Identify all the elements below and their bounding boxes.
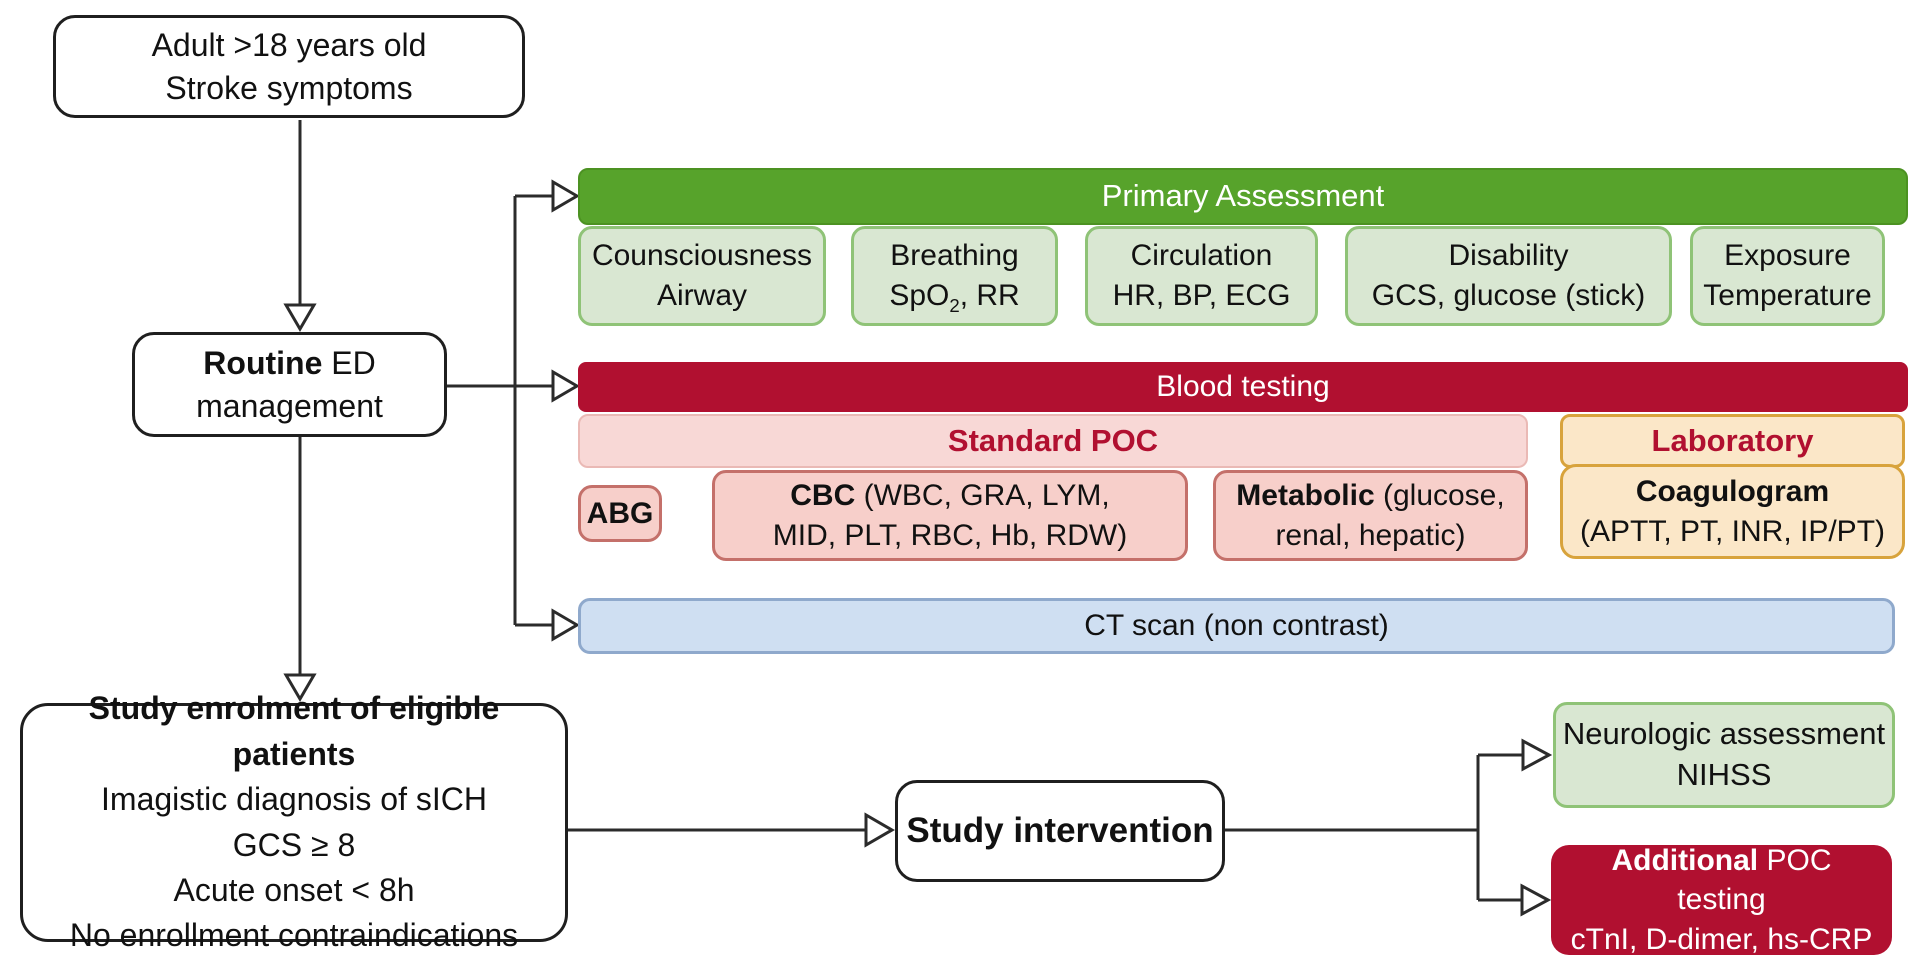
enrolment-line3: GCS ≥ 8 xyxy=(232,826,356,863)
routine-line2: management xyxy=(196,387,383,424)
cbc-box: CBC (WBC, GRA, LYM, MID, PLT, RBC, Hb, R… xyxy=(712,470,1188,561)
additional-line2: testing xyxy=(1677,883,1766,917)
cbc-line1: CBC (WBC, GRA, LYM, xyxy=(790,478,1110,512)
study-intervention-box: Study intervention xyxy=(895,780,1225,882)
breathing-box: Breathing SpO2, RR xyxy=(851,226,1058,326)
coagulogram-box: Coagulogram (APTT, PT, INR, IP/PT) xyxy=(1560,464,1905,559)
ct-scan-label: CT scan (non contrast) xyxy=(1084,609,1389,643)
neurologic-assessment-box: Neurologic assessment NIHSS xyxy=(1553,702,1895,808)
primary-item-line1: Disability xyxy=(1448,239,1569,273)
primary-item-line1: Exposure xyxy=(1724,239,1851,273)
enrolment-line5: No enrollment contraindications xyxy=(69,917,519,954)
arrowhead-right-icon xyxy=(551,369,580,403)
metabolic-line2: renal, hepatic) xyxy=(1275,518,1466,552)
primary-item-line2: HR, BP, ECG xyxy=(1112,279,1291,312)
arrowhead-down-icon xyxy=(283,303,317,332)
abg-box: ABG xyxy=(578,485,662,542)
exposure-box: Exposure Temperature xyxy=(1690,226,1885,326)
laboratory-bar: Laboratory xyxy=(1560,414,1905,468)
primary-item-line1: Circulation xyxy=(1130,239,1273,273)
metabolic-box: Metabolic (glucose, renal, hepatic) xyxy=(1213,470,1528,561)
neurologic-line2: NIHSS xyxy=(1676,757,1772,792)
primary-item-line1: Counsciousness xyxy=(591,239,813,273)
additional-poc-box: Additional POC testing cTnI, D-dimer, hs… xyxy=(1551,844,1892,956)
arrowhead-right-icon xyxy=(551,608,580,642)
enrolment-line2: Imagistic diagnosis of sICH xyxy=(101,781,487,818)
cbc-line2: MID, PLT, RBC, Hb, RDW) xyxy=(772,518,1128,552)
standard-poc-label: Standard POC xyxy=(947,422,1159,458)
enrolment-title: Study enrolment of eligible patients xyxy=(88,690,500,772)
arrowhead-right-icon xyxy=(1520,883,1552,917)
additional-line1: Additional POC xyxy=(1611,843,1832,877)
routine-line1: Routine ED xyxy=(203,345,376,382)
consciousness-airway-box: Counsciousness Airway xyxy=(578,226,826,326)
blood-header-label: Blood testing xyxy=(1156,370,1330,404)
primary-item-line2: Temperature xyxy=(1703,279,1872,312)
ct-scan-bar: CT scan (non contrast) xyxy=(578,598,1895,654)
arrowhead-right-icon xyxy=(551,179,580,213)
primary-assessment-header: Primary Assessment xyxy=(578,168,1908,225)
standard-poc-bar: Standard POC xyxy=(578,414,1528,468)
coagulogram-line1: Coagulogram xyxy=(1635,474,1830,508)
abg-label: ABG xyxy=(586,496,654,530)
routine-ed-management-box: Routine ED management xyxy=(132,332,447,437)
enrolment-line4: Acute onset < 8h xyxy=(173,871,415,908)
adult-stroke-symptoms-box: Adult >18 years old Stroke symptoms xyxy=(53,15,525,118)
primary-item-line2: GCS, glucose (stick) xyxy=(1371,279,1646,312)
laboratory-label: Laboratory xyxy=(1651,422,1814,458)
arrowhead-right-icon xyxy=(1521,738,1553,772)
disability-box: Disability GCS, glucose (stick) xyxy=(1345,226,1672,326)
arrowhead-right-icon xyxy=(864,812,896,848)
primary-item-line2: SpO2, RR xyxy=(889,279,1020,316)
primary-header-label: Primary Assessment xyxy=(1101,178,1385,214)
circulation-box: Circulation HR, BP, ECG xyxy=(1085,226,1318,326)
coagulogram-line2: (APTT, PT, INR, IP/PT) xyxy=(1579,514,1886,548)
primary-item-line2: Airway xyxy=(656,279,747,312)
primary-item-line1: Breathing xyxy=(890,239,1019,273)
adult-line1: Adult >18 years old xyxy=(151,27,427,64)
adult-line2: Stroke symptoms xyxy=(165,69,413,106)
neurologic-line1: Neurologic assessment xyxy=(1562,716,1886,752)
study-enrolment-box: Study enrolment of eligible patients Ima… xyxy=(20,690,568,953)
additional-line3: cTnI, D-dimer, hs-CRP xyxy=(1570,922,1873,956)
blood-testing-header: Blood testing xyxy=(578,362,1908,412)
metabolic-line1: Metabolic (glucose, xyxy=(1236,478,1505,512)
intervention-label: Study intervention xyxy=(906,810,1214,850)
